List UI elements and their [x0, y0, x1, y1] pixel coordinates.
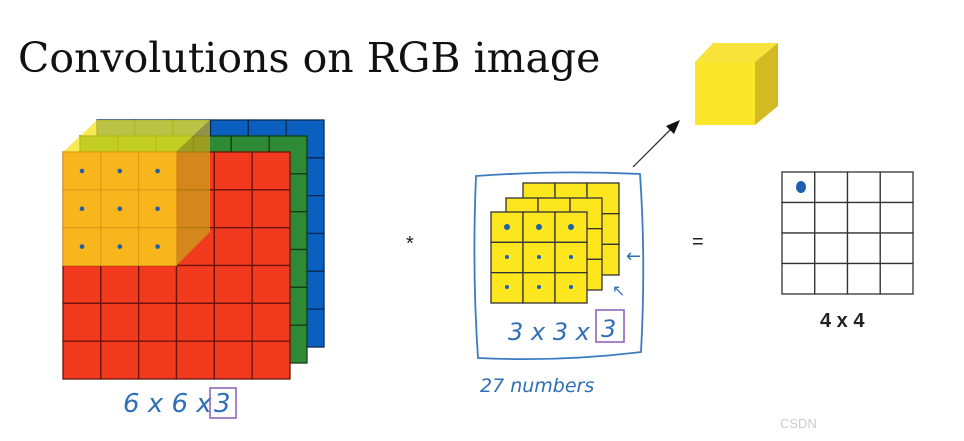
grid-cell [175, 302, 215, 342]
grid-cell [251, 264, 291, 304]
filter-hand-drawn-box [473, 171, 645, 361]
watermark: CSDN [780, 416, 817, 431]
filter-channel-highlight-box [595, 309, 625, 343]
filter-value-mark [155, 206, 160, 212]
slide-title: Convolutions on RGB image [18, 34, 600, 82]
output-cell [846, 171, 881, 204]
filter-value-mark [117, 244, 123, 249]
filter-value-mark [536, 224, 542, 230]
grid-cell [251, 227, 291, 267]
output-cell [781, 262, 816, 295]
equals-operator: = [692, 231, 704, 253]
output-first-value-mark [796, 181, 806, 193]
output-dims-label: 4 x 4 [820, 310, 865, 332]
filter-cube-icon [695, 43, 778, 125]
filter-value-mark [117, 206, 123, 212]
output-cell [879, 201, 914, 234]
filter-value-mark [569, 285, 573, 289]
input-channels-label: 3 [214, 389, 231, 419]
grid-cell [213, 302, 253, 342]
filter-value-mark [79, 206, 85, 212]
filter-value-mark [155, 244, 160, 249]
arrow-head-icon [666, 120, 680, 134]
grid-cell [251, 340, 291, 380]
grid-cell [213, 340, 253, 380]
arrow-line [632, 127, 673, 168]
output-cell [846, 201, 881, 234]
grid-cell [213, 227, 253, 267]
filter-value-mark [569, 255, 573, 259]
output-cell [846, 262, 881, 295]
arrow-annotation-icon: ← [626, 246, 641, 267]
input-volume [62, 119, 325, 380]
grid-cell [100, 340, 140, 380]
output-cell [814, 262, 849, 295]
output-cell [814, 232, 849, 265]
grid-cell [100, 302, 140, 342]
grid-cell [251, 189, 291, 229]
output-cell [814, 201, 849, 234]
filter-value-mark [155, 168, 160, 174]
filter-value-mark [79, 244, 85, 249]
filter-value-mark [79, 168, 85, 174]
grid-cell [554, 241, 588, 274]
grid-cell [175, 340, 215, 380]
filter-channels-label: 3 [601, 315, 616, 343]
filter-value-mark [117, 168, 123, 174]
output-cell [879, 232, 914, 265]
grid-cell [100, 264, 140, 304]
filter-value-mark [537, 255, 541, 259]
filter-value-mark [568, 224, 574, 230]
grid-cell [213, 151, 253, 191]
grid-cell [138, 340, 178, 380]
grid-cell [62, 340, 102, 380]
convolve-operator: * [406, 233, 414, 255]
filter-overlay-cube [62, 120, 210, 267]
grid-cell [62, 302, 102, 342]
grid-cell [175, 264, 215, 304]
output-cell [781, 232, 816, 265]
output-cell [814, 171, 849, 204]
filter-dims-label: 3 x 3 x [508, 318, 591, 346]
filter-count-note: 27 numbers [480, 375, 594, 397]
grid-cell [213, 264, 253, 304]
grid-cell [138, 302, 178, 342]
filter-value-mark [504, 224, 510, 230]
output-cell [879, 262, 914, 295]
grid-cell [251, 151, 291, 191]
channel-highlight-box [209, 387, 237, 419]
output-cell [879, 171, 914, 204]
filter-value-mark [505, 285, 509, 289]
output-grid [781, 171, 914, 295]
grid-cell [251, 302, 291, 342]
output-cell [846, 232, 881, 265]
grid-cell [62, 264, 102, 304]
arrow-annotation-icon: ↖ [612, 281, 625, 300]
filter-value-mark [505, 255, 509, 259]
filter-value-mark [537, 285, 541, 289]
filter-volume [490, 182, 620, 304]
output-cell [781, 201, 816, 234]
input-dims-label: 6 x 6 x [123, 389, 212, 419]
grid-cell [100, 227, 140, 267]
grid-cell [138, 151, 178, 191]
grid-cell [138, 264, 178, 304]
grid-cell [213, 189, 253, 229]
